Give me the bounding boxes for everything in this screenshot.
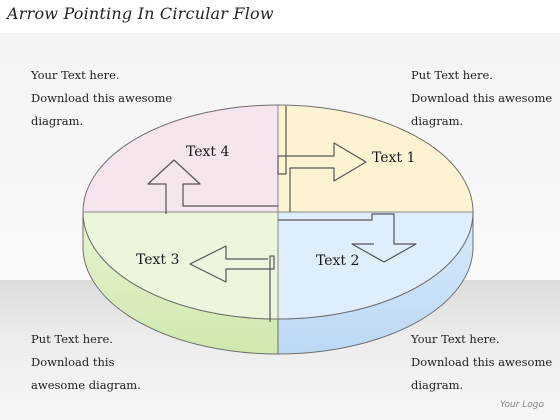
note-top-right: Put Text here. Download this awesome dia… [411,64,552,133]
note-line: diagram. [31,114,84,128]
note-line: Download this awesome [31,91,173,105]
segment-label-text4: Text 4 [186,144,230,160]
logo-placeholder: Your Logo [500,400,545,410]
note-line: Download this awesome [411,355,553,369]
note-line: Download this awesome [411,91,553,105]
note-bottom-right: Your Text here. Download this awesome di… [411,328,552,397]
segment-label-text2: Text 2 [316,253,359,269]
segment-label-text1: Text 1 [372,150,415,166]
arrow-down-to-text2 [278,213,417,263]
diagram-title: Arrow Pointing In Circular Flow [7,4,274,23]
note-line: diagram. [411,378,464,392]
disc-top-outline [82,104,474,320]
segment-label-text3: Text 3 [136,252,179,268]
arrow-right-to-text1 [277,106,367,212]
note-line: Put Text here. [31,332,113,346]
note-line: diagram. [411,114,464,128]
arrow-left-to-text3 [189,245,275,322]
note-line: Your Text here. [31,68,120,82]
note-line: Download this [31,355,115,369]
note-bottom-left: Put Text here. Download this awesome dia… [31,328,141,397]
arrow-up-to-text4 [147,159,278,214]
note-line: awesome diagram. [31,378,141,392]
note-line: Your Text here. [411,332,500,346]
note-line: Put Text here. [411,68,493,82]
note-top-left: Your Text here. Download this awesome di… [31,64,172,133]
